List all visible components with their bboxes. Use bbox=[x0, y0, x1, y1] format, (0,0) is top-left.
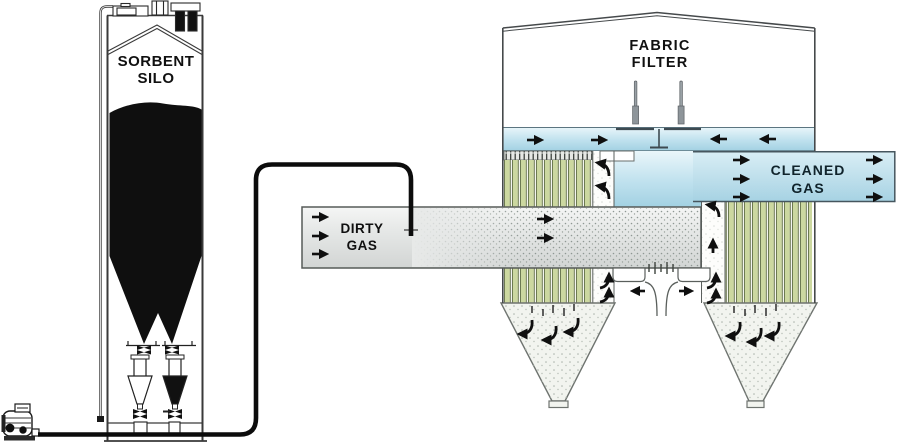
plenum-partition bbox=[616, 127, 701, 149]
fabric-filter-label-line2: FILTER bbox=[631, 54, 689, 71]
cleaned-gas-flow-arrows bbox=[733, 154, 884, 203]
dirty-gas-duct-group bbox=[301, 206, 702, 269]
dust-hopper-right bbox=[702, 302, 819, 409]
tube-sheet bbox=[503, 150, 593, 161]
sorbent-silo-label-line1: SORBENT bbox=[117, 53, 195, 70]
cleaned-gas-label: CLEANED GAS bbox=[748, 162, 868, 197]
falling-dust-arrows bbox=[516, 304, 781, 348]
vent-filter-element bbox=[174, 10, 186, 32]
silo-top-equipment bbox=[112, 0, 201, 32]
dirty-gas-label: DIRTY GAS bbox=[312, 221, 412, 254]
sorbent-silo-label: SORBENT SILO bbox=[106, 53, 206, 87]
fabric-filter-label-line1: FABRIC bbox=[629, 38, 691, 54]
sorbent-conveying-pipe bbox=[38, 162, 418, 437]
clean-outlet-box bbox=[599, 150, 635, 162]
dosing-feeder-right bbox=[162, 354, 188, 434]
cleaned-gas-label-line2: GAS bbox=[791, 179, 825, 196]
sorbent-silo-group bbox=[1, 0, 207, 442]
cleaned-gas-duct bbox=[693, 151, 896, 202]
pulse-jet-lances bbox=[632, 80, 685, 125]
riser-flow-arrows bbox=[594, 158, 722, 305]
cleaned-gas-duct-group bbox=[693, 151, 896, 203]
sorbent-fill bbox=[109, 102, 202, 344]
sorbent-silo-label-line2: SILO bbox=[137, 70, 175, 87]
dust-hopper-left bbox=[499, 302, 617, 409]
plenum-flow-arrows bbox=[527, 133, 776, 146]
conveying-blower bbox=[1, 403, 40, 441]
silo-discharge-valves bbox=[126, 341, 196, 355]
dirty-gas-label-line1: DIRTY bbox=[340, 221, 384, 236]
dirty-gas-label-line2: GAS bbox=[346, 237, 378, 253]
dirty-gas-flow-arrows bbox=[312, 211, 555, 260]
duct-floor-grate bbox=[648, 262, 674, 274]
inlet-splitter-vanes bbox=[612, 262, 711, 317]
vent-filter-element bbox=[187, 10, 198, 32]
silo-shell bbox=[104, 14, 207, 442]
dosing-feeder-left bbox=[127, 354, 153, 434]
cleaned-gas-label-line1: CLEANED bbox=[770, 162, 846, 178]
fabric-filter-label: FABRIC FILTER bbox=[599, 38, 721, 71]
silo-fill-pipe bbox=[97, 5, 113, 422]
